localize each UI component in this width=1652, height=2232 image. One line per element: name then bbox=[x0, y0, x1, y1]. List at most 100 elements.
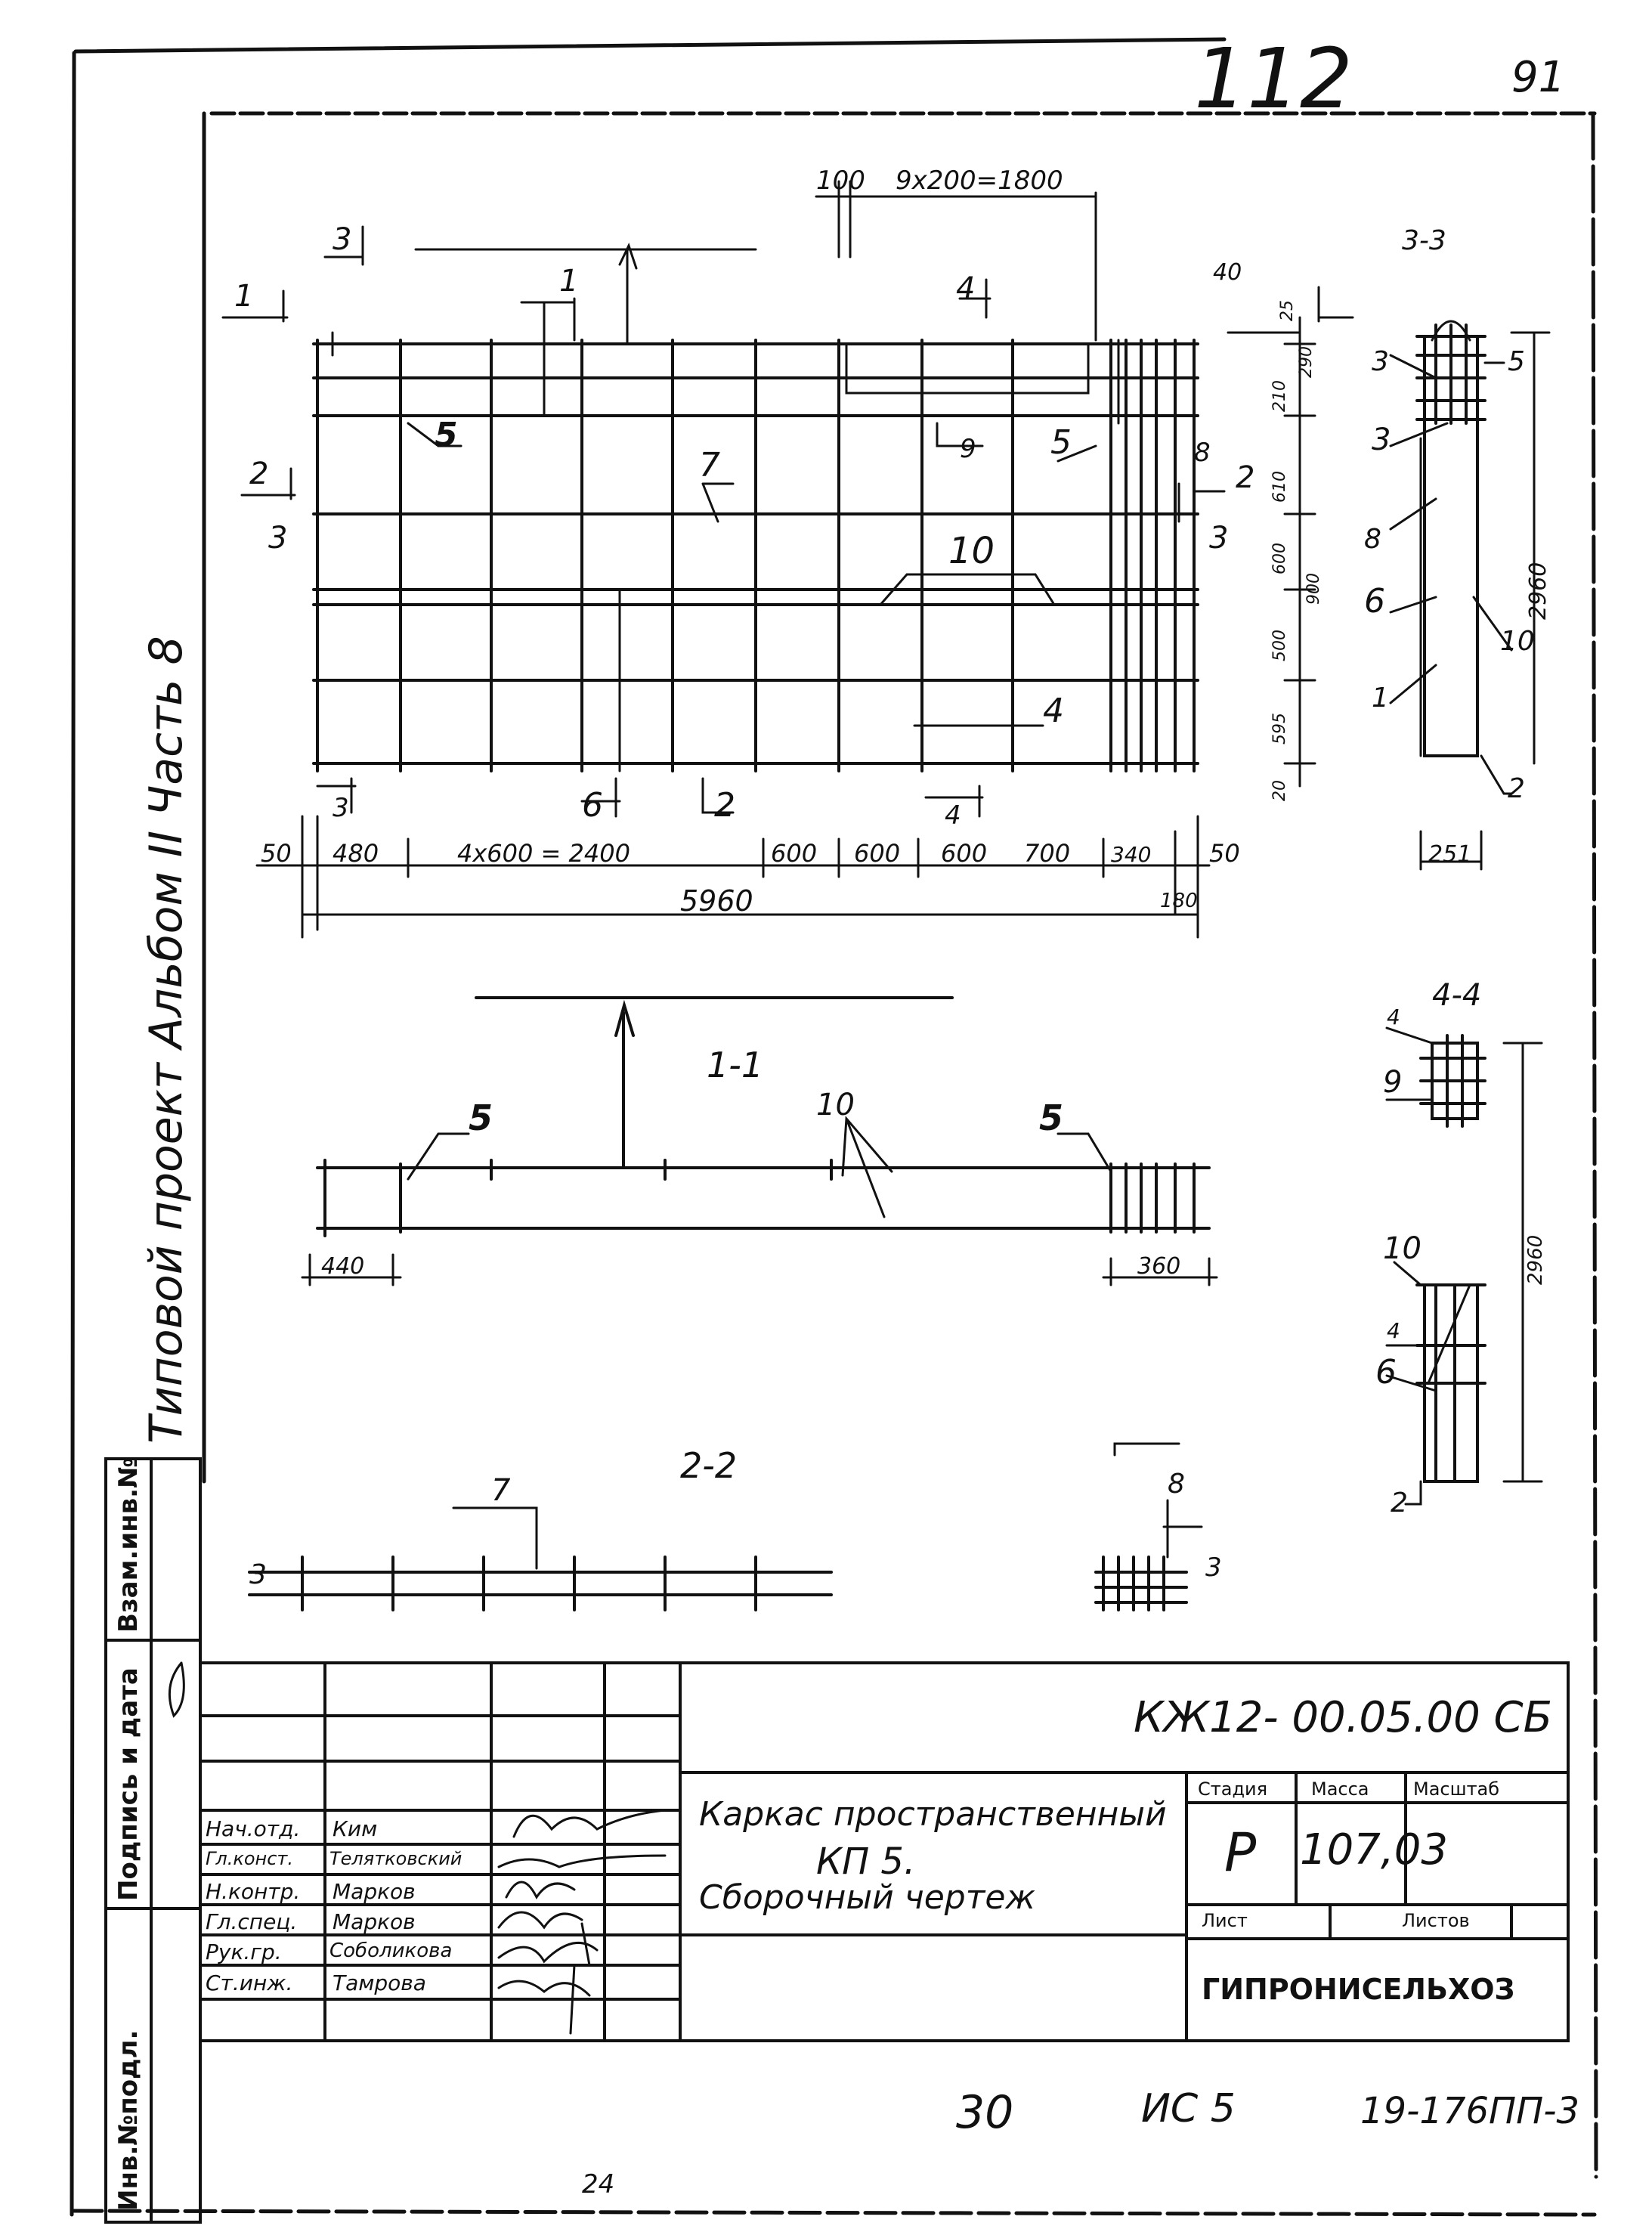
section-mark: 3 bbox=[333, 222, 351, 257]
section-4-4-pos: 4 bbox=[1387, 1318, 1400, 1343]
position-label: 2 bbox=[714, 786, 735, 825]
section-4-4-pos: 2 bbox=[1391, 1487, 1408, 1518]
plan-details bbox=[221, 180, 1354, 939]
dim-right: 900 bbox=[1304, 573, 1323, 605]
drawing-name-1: Каркас пространственный bbox=[699, 1795, 1167, 1834]
dim-180: 180 bbox=[1160, 890, 1198, 912]
sheet-frame bbox=[70, 37, 1598, 2217]
stamp-podpis-data: Подпись и дата bbox=[113, 1667, 144, 1901]
position-label: 5 bbox=[1050, 423, 1072, 462]
section-1-1-drawing bbox=[301, 996, 1218, 1286]
position-label: 8 bbox=[1194, 438, 1211, 468]
position-label: 10 bbox=[948, 530, 995, 572]
section-3-3-pos: 10 bbox=[1500, 626, 1535, 657]
section-4-4-pos: 10 bbox=[1383, 1231, 1422, 1266]
section-1-1-dim: 440 bbox=[321, 1253, 364, 1280]
section-4-4-height: 2960 bbox=[1524, 1235, 1547, 1285]
bottom-mark-small: 24 bbox=[582, 2169, 615, 2199]
section-3-3-pos: 6 bbox=[1364, 582, 1385, 621]
role-3: Н.контр. bbox=[206, 1879, 301, 1904]
section-3-3-pos: 3 bbox=[1372, 346, 1389, 377]
sheet-label: Лист bbox=[1202, 1910, 1248, 1931]
bottom-mark-left: 30 bbox=[956, 2086, 1014, 2139]
dim-overall: 5960 bbox=[680, 884, 753, 918]
section-3-3-drawing bbox=[1389, 320, 1551, 871]
section-2-2-drawing bbox=[248, 1442, 1203, 1611]
section-1-1-pos: 5 bbox=[469, 1097, 493, 1138]
section-2-2-pos: 3 bbox=[1205, 1552, 1222, 1583]
section-3-3-pos: 8 bbox=[1364, 524, 1381, 555]
position-label: 9 bbox=[960, 434, 976, 464]
name-5: Соболикова bbox=[329, 1939, 453, 1962]
section-3-3-pos: 2 bbox=[1508, 773, 1525, 804]
dim-right: 290 bbox=[1297, 346, 1316, 378]
role-4: Гл.спец. bbox=[206, 1909, 298, 1934]
drawing-code: КЖ12- 00.05.00 СБ bbox=[1134, 1693, 1553, 1742]
side-stamp-lines bbox=[104, 1457, 202, 2224]
dim-top-40: 40 bbox=[1213, 259, 1242, 286]
section-mark: 2 bbox=[249, 457, 268, 491]
section-mark: 4 bbox=[956, 271, 975, 306]
dim-right: 610 bbox=[1270, 471, 1289, 503]
name-3: Марков bbox=[333, 1879, 416, 1904]
dim-bottom: 4х600 = 2400 bbox=[457, 839, 630, 868]
section-mark: 2 bbox=[1236, 460, 1254, 495]
position-label: 7 bbox=[699, 446, 720, 484]
section-1-1-pos: 10 bbox=[816, 1088, 855, 1122]
dim-bottom: 600 bbox=[771, 839, 817, 868]
section-mark: 3 bbox=[1209, 521, 1228, 556]
stamp-vzam-inv: Взам.инв.№ bbox=[113, 1457, 144, 1633]
dim-bottom: 340 bbox=[1111, 842, 1151, 867]
name-2: Телятковский bbox=[329, 1848, 462, 1869]
section-1-1-pos: 5 bbox=[1039, 1097, 1063, 1138]
dim-bottom: 50 bbox=[1209, 839, 1240, 868]
organization: ГИПРОНИСЕЛЬХОЗ bbox=[1202, 1973, 1515, 2006]
section-2-2-pos: 8 bbox=[1168, 1469, 1185, 1500]
title-block-lines bbox=[199, 1661, 1570, 2042]
drawing-name-3: Сборочный чертеж bbox=[699, 1878, 1036, 1917]
section-3-3-width: 251 bbox=[1428, 841, 1471, 868]
section-mark: 1 bbox=[559, 264, 578, 299]
stage-value: Р bbox=[1224, 1822, 1257, 1884]
section-4-4-pos: 6 bbox=[1375, 1353, 1397, 1392]
role-2: Гл.конст. bbox=[206, 1848, 294, 1869]
section-3-3-pos: 5 bbox=[1508, 346, 1525, 377]
role-1: Нач.отд. bbox=[206, 1816, 301, 1841]
dim-bottom: 600 bbox=[941, 839, 987, 868]
section-mark: 3 bbox=[268, 521, 287, 556]
section-2-2-title: 2-2 bbox=[680, 1445, 737, 1486]
dim-bottom: 480 bbox=[333, 839, 379, 868]
corner-number: 91 bbox=[1511, 53, 1566, 102]
bottom-mark-right: 19-176ПП-3 bbox=[1360, 2090, 1580, 2132]
position-label: 6 bbox=[582, 786, 603, 825]
dim-right: 600 bbox=[1270, 543, 1289, 574]
sheet-number: 112 bbox=[1194, 30, 1353, 127]
sheets-label: Листов bbox=[1402, 1910, 1470, 1931]
section-1-1-title: 1-1 bbox=[707, 1045, 763, 1085]
stage-label: Стадия bbox=[1198, 1778, 1268, 1800]
section-1-1-dim: 360 bbox=[1137, 1253, 1180, 1280]
name-6: Тамрова bbox=[333, 1970, 426, 1995]
dim-top-100: 100 bbox=[816, 166, 865, 196]
section-mark: 4 bbox=[945, 800, 961, 831]
plan-labels: 100 9х200=1800 40 1 1 2 2 3 3 3 3 4 4 5 … bbox=[234, 166, 1323, 918]
name-1: Ким bbox=[333, 1816, 378, 1841]
dim-bottom: 600 bbox=[854, 839, 900, 868]
section-3-3-title: 3-3 bbox=[1402, 225, 1446, 256]
section-4-4-drawing bbox=[1385, 1026, 1543, 1506]
section-4-4-pos: 4 bbox=[1387, 1005, 1400, 1029]
mass-value: 107,03 bbox=[1300, 1825, 1448, 1874]
margin-album-text: Типовой проект Альбом II Часть 8 bbox=[140, 636, 193, 1444]
name-4: Марков bbox=[333, 1909, 416, 1934]
section-labels: 3-3 3 5 3 8 6 10 1 2 2960 251 1-1 5 10 5… bbox=[249, 225, 1551, 1590]
dim-bottom: 50 bbox=[261, 839, 292, 868]
dim-right: 210 bbox=[1270, 380, 1289, 412]
signatures bbox=[168, 1661, 667, 2035]
section-3-3-pos: 1 bbox=[1372, 683, 1389, 714]
drawing-name-2: КП 5. bbox=[816, 1840, 916, 1883]
section-4-4-title: 4-4 bbox=[1432, 978, 1481, 1013]
section-mark: 3 bbox=[333, 793, 349, 823]
section-mark: 1 bbox=[234, 279, 253, 314]
bottom-mark-mid: ИС 5 bbox=[1141, 2086, 1236, 2131]
